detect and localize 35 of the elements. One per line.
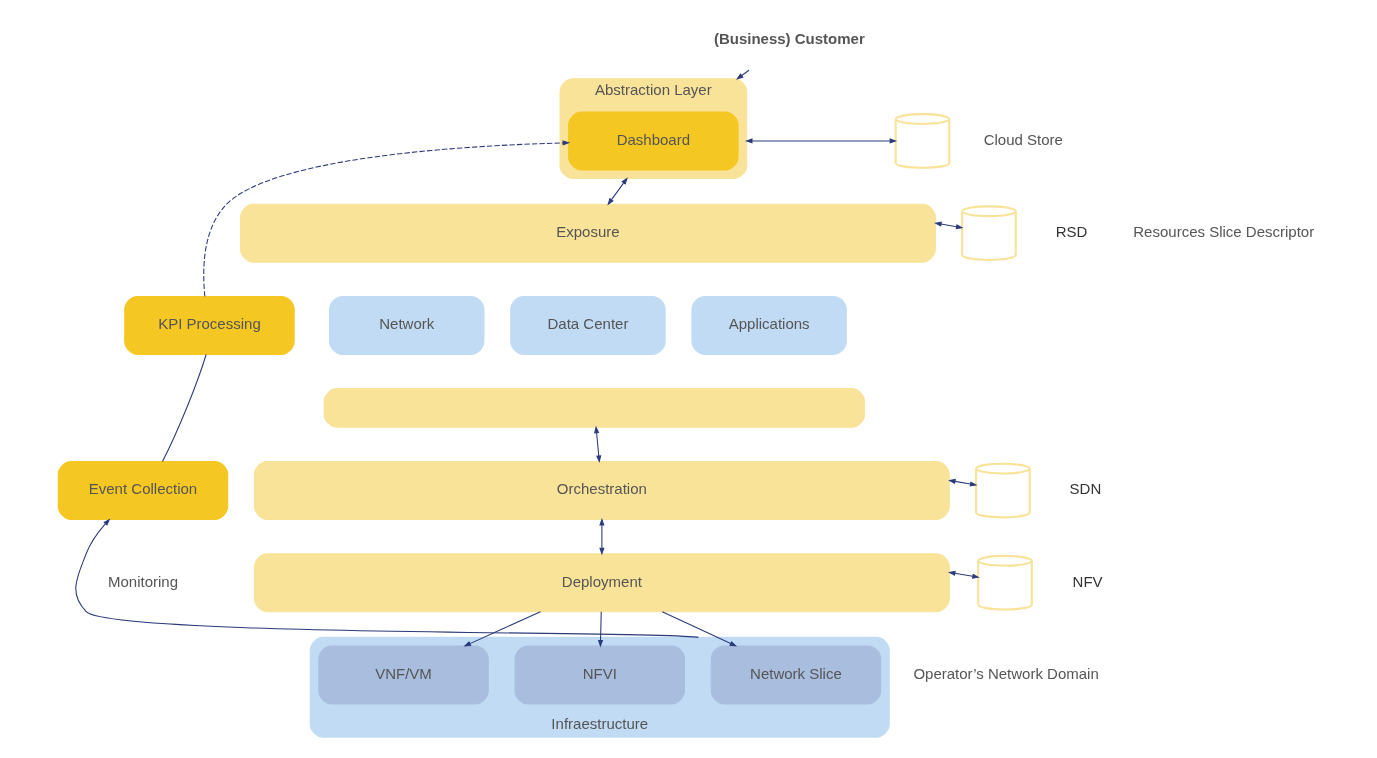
node-box: Deployment [253,553,950,613]
arrow [661,611,737,647]
node-box: Network Slice [710,645,881,705]
label: Operator’s Network Domain [912,664,1099,682]
arrow [463,611,541,647]
arrow [598,517,604,556]
arrow [947,570,980,579]
arrow [933,221,963,230]
arrow [744,138,897,144]
arrow [202,140,570,297]
node-box: Applications [690,295,847,355]
node-box: KPI Processing [123,295,295,355]
node-label: SDN [1069,480,1101,498]
node-box: NFVI [514,645,685,705]
node-box [323,388,865,428]
arrow [593,425,601,464]
node-label: Cloud Store [983,130,1063,148]
node-box: Exposure [239,203,936,263]
node-box: Event Collection [57,461,228,520]
node-label: Resources Slice Descriptor [1132,223,1314,241]
arrow [735,69,749,80]
label: Monitoring [107,572,178,590]
node-label: NFV [1072,572,1103,590]
node-box: Data Center [509,295,666,355]
node-box: Orchestration [253,461,950,520]
arrow [606,177,628,206]
arrow [597,611,603,648]
node-text: (Business) Customer [713,30,865,48]
node-box: VNF/VM [317,645,489,705]
arrow [947,478,977,487]
connector [161,353,207,463]
node-box: Network [328,295,484,355]
node-label: RSD [1055,223,1087,241]
arrow [74,518,699,638]
node-box: Dashboard [567,111,739,171]
